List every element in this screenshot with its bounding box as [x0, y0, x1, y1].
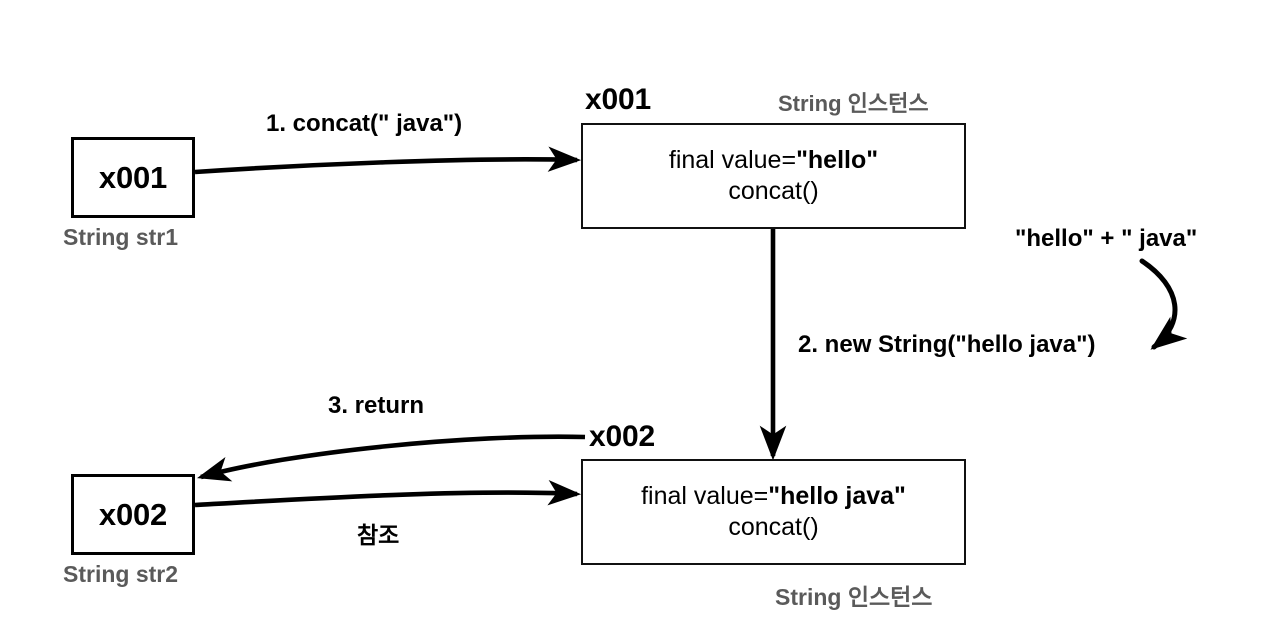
variable-box-str2[interactable]: x002: [71, 474, 195, 555]
instance-field-line-bottom: final value="hello java": [641, 481, 906, 513]
variable-caption-str2: String str2: [63, 561, 179, 587]
annotation-step-1: 1. concat(" java"): [266, 110, 463, 137]
instance-field-value-bottom: "hello java": [768, 481, 906, 510]
instance-address-x001: x001: [585, 83, 651, 116]
arrow-concat-call: [194, 146, 582, 175]
variable-box-str1[interactable]: x001: [71, 137, 195, 218]
arrow-return: [197, 434, 586, 482]
string-instance-box-x001[interactable]: final value="hello" concat(): [581, 123, 966, 229]
instance-caption-bottom: String 인스턴스: [775, 584, 933, 610]
instance-address-x002: x002: [589, 420, 655, 453]
annotation-expression: "hello" + " java": [1015, 225, 1198, 252]
annotation-reference: 참조: [357, 522, 400, 548]
string-instance-box-x002[interactable]: final value="hello java" concat(): [581, 459, 966, 565]
instance-field-line-top: final value="hello": [669, 145, 878, 177]
variable-box-str2-value: x002: [98, 496, 168, 532]
instance-field-prefix-top: final value=: [668, 145, 797, 174]
instance-method-top: concat(): [728, 177, 819, 205]
instance-field-value-top: "hello": [796, 145, 879, 174]
arrow-expression-curve: [1139, 258, 1188, 350]
instance-method-bottom: concat(): [728, 513, 819, 541]
annotation-step-3: 3. return: [328, 392, 425, 419]
instance-field-prefix-bottom: final value=: [641, 481, 769, 510]
variable-caption-str1: String str1: [63, 224, 179, 250]
annotation-step-2: 2. new String("hello java"): [798, 331, 1096, 358]
variable-box-str1-value: x001: [98, 159, 168, 195]
arrow-reference: [194, 479, 582, 508]
instance-caption-top: String 인스턴스: [778, 91, 929, 116]
